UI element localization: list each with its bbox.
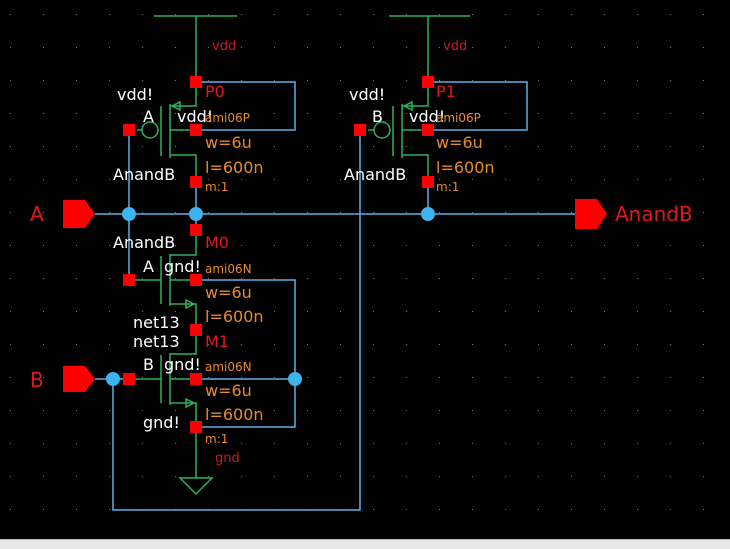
width-param: w=6u <box>205 283 252 302</box>
pin-p0-bulk <box>190 124 202 136</box>
model-name: ami06P <box>205 111 250 125</box>
pin-m1-source <box>190 421 202 433</box>
net-label: vdd! <box>117 85 153 104</box>
instance-name: P0 <box>205 82 225 101</box>
vdd-symbol-left <box>154 15 237 82</box>
net-label: vdd! <box>177 107 213 126</box>
net-label: gnd! <box>164 355 201 374</box>
pmos-p0[interactable] <box>137 82 197 182</box>
device-pins[interactable] <box>123 76 434 433</box>
junction-dot <box>189 207 203 221</box>
instance-name: P1 <box>436 82 456 101</box>
junction-dot <box>421 207 435 221</box>
nmos-m0[interactable] <box>129 230 197 330</box>
junction-dot <box>106 372 120 386</box>
pin-p0-drain <box>190 176 202 188</box>
net-label: vdd! <box>349 85 385 104</box>
pin-m0-drain <box>190 224 202 236</box>
pin-m0-gate <box>123 274 135 286</box>
junctions <box>106 207 435 386</box>
input-pin-b[interactable] <box>63 366 95 392</box>
model-name: ami06N <box>205 360 252 374</box>
net-label: B <box>143 355 154 374</box>
wire-p1-bulk[interactable] <box>428 81 528 131</box>
net-label: A <box>143 107 154 126</box>
pin-label-a: A <box>30 202 44 226</box>
pin-m1-gate <box>123 373 135 385</box>
width-param: w=6u <box>436 133 483 152</box>
model-name: ami06P <box>436 111 481 125</box>
pmos-p1[interactable] <box>368 82 429 182</box>
net-label: AnandB <box>344 165 406 184</box>
net-label: A <box>143 257 154 276</box>
wire-nmos-bulk[interactable] <box>196 279 296 428</box>
width-param: w=6u <box>205 381 252 400</box>
vdd-label: vdd <box>443 39 467 54</box>
multiplier-param: m:1 <box>205 180 228 194</box>
model-name: ami06N <box>205 262 252 276</box>
pin-p0-source <box>190 76 202 88</box>
junction-dot <box>122 207 136 221</box>
length-param: l=600n <box>205 405 264 424</box>
pin-p1-gate <box>354 124 366 136</box>
instance-name: M1 <box>205 332 229 351</box>
instance-name: M0 <box>205 233 229 252</box>
multiplier-param: m:1 <box>436 180 459 194</box>
devices <box>129 15 470 496</box>
pin-p1-drain <box>422 176 434 188</box>
net-label: gnd! <box>143 413 180 432</box>
pin-p0-gate <box>123 124 135 136</box>
net-label: gnd! <box>164 257 201 276</box>
net-label: B <box>372 107 383 126</box>
output-pin-anandb[interactable] <box>575 199 607 229</box>
length-param: l=600n <box>205 307 264 326</box>
pin-p1-source <box>422 76 434 88</box>
input-pin-a[interactable] <box>63 200 95 228</box>
gnd-symbol <box>178 427 214 496</box>
pin-p1-bulk <box>422 124 434 136</box>
net-label: vdd! <box>409 107 445 126</box>
pin-m0-bulk <box>190 274 202 286</box>
pin-label-b: B <box>30 368 44 392</box>
net-label: AnandB <box>113 233 175 252</box>
vdd-symbol-right <box>389 15 470 82</box>
pin-m0-source <box>190 324 202 336</box>
wire-p0-bulk[interactable] <box>196 81 296 131</box>
net-label: AnandB <box>113 165 175 184</box>
gnd-label: gnd <box>215 451 240 466</box>
length-param: l=600n <box>436 158 495 177</box>
pin-m1-bulk <box>190 373 202 385</box>
pin-label-anandb: AnandB <box>615 202 693 226</box>
junction-dot <box>288 372 302 386</box>
status-bar <box>0 539 730 549</box>
length-param: l=600n <box>205 158 264 177</box>
vdd-label: vdd <box>212 39 236 54</box>
width-param: w=6u <box>205 133 252 152</box>
net-label: net13 <box>133 313 180 332</box>
net-label: net13 <box>133 332 180 351</box>
multiplier-param: m:1 <box>205 432 228 446</box>
nmos-m1[interactable] <box>129 330 197 427</box>
